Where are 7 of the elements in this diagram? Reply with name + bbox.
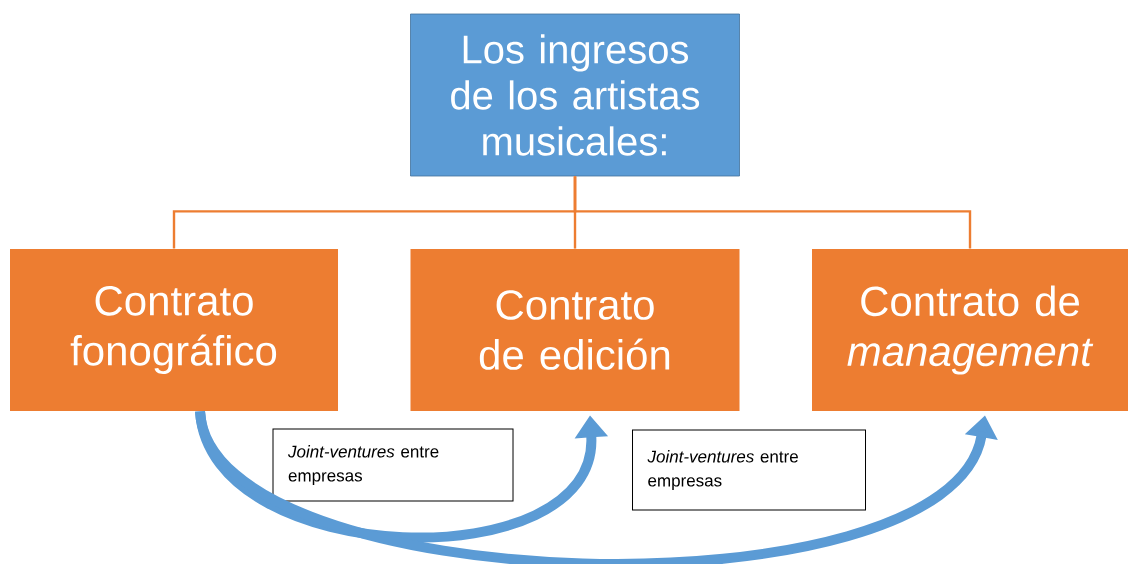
contract-box: Contrato fonográfico — [10, 249, 338, 411]
contract-box: Contrato de management — [812, 249, 1128, 411]
connector-line — [573, 176, 972, 249]
note-box: Joint-ventures entre empresas — [272, 428, 514, 502]
title-box: Los ingresos de los artistas musicales: — [410, 13, 740, 177]
note-box: Joint-ventures entre empresas — [632, 429, 866, 511]
contract-box: Contrato de edición — [410, 249, 740, 411]
